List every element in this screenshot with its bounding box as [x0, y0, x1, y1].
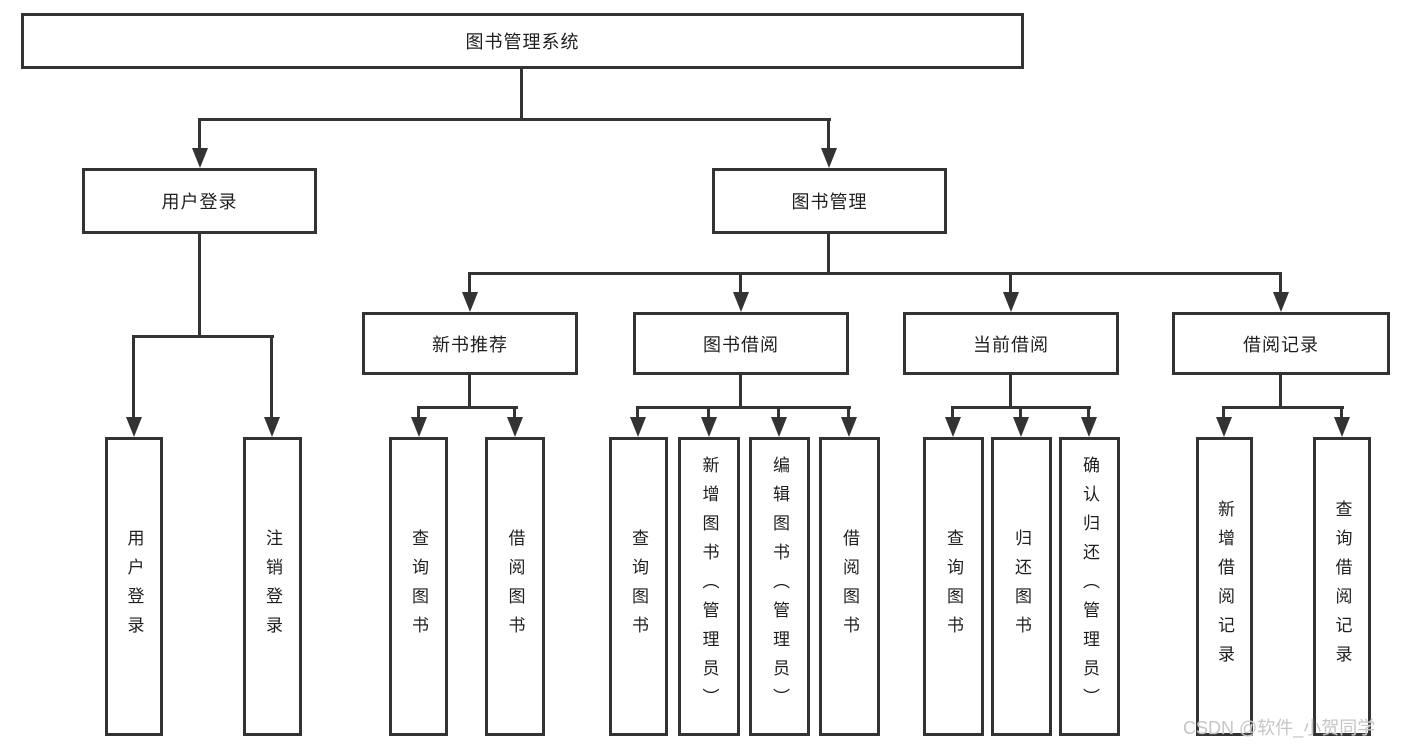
node-label: 确认归还（管理员） [1080, 456, 1099, 717]
arrow-down-icon [1013, 417, 1029, 437]
node-book-management: 图书管理 [712, 168, 947, 234]
node-label: 查询图书 [944, 528, 963, 645]
leaf-borrow-books-recommend: 借阅图书 [485, 437, 545, 736]
connector [513, 406, 516, 421]
node-label: 借阅图书 [840, 528, 859, 645]
arrow-down-icon [507, 417, 523, 437]
connector [636, 406, 639, 421]
node-book-borrowing: 图书借阅 [633, 312, 849, 375]
connector [1222, 406, 1225, 421]
arrow-down-icon [630, 417, 646, 437]
node-label: 新书推荐 [432, 334, 508, 355]
node-label: 查询借阅记录 [1332, 499, 1352, 674]
connector [468, 375, 471, 408]
leaf-query-books-recommend: 查询图书 [389, 437, 448, 736]
node-new-book-recommendation: 新书推荐 [362, 312, 578, 375]
leaf-return-books: 归还图书 [991, 437, 1052, 736]
arrow-down-icon [1334, 417, 1350, 437]
leaf-query-books-borrow: 查询图书 [609, 437, 668, 736]
arrow-down-icon [264, 417, 280, 437]
leaf-add-borrow-record: 新增借阅记录 [1196, 437, 1253, 736]
connector [132, 335, 135, 421]
node-label: 编辑图书（管理员） [770, 456, 789, 717]
connector [777, 406, 780, 421]
connector [199, 118, 831, 121]
arrow-down-icon [821, 148, 837, 168]
connector [1009, 272, 1012, 296]
node-label: 图书管理系统 [465, 32, 580, 52]
node-label: 图书借阅 [703, 334, 779, 355]
connector [469, 272, 1282, 275]
arrow-down-icon [1273, 292, 1289, 312]
leaf-borrow-books: 借阅图书 [819, 437, 880, 736]
leaf-user-login: 用户登录 [105, 437, 163, 736]
connector [198, 118, 201, 152]
leaf-edit-books-admin: 编辑图书（管理员） [749, 437, 810, 736]
node-borrowing-records: 借阅记录 [1172, 312, 1390, 375]
leaf-query-books-current: 查询图书 [923, 437, 984, 736]
arrow-down-icon [945, 417, 961, 437]
arrow-down-icon [1003, 292, 1019, 312]
connector [1019, 406, 1022, 421]
connector [739, 272, 742, 296]
connector [707, 406, 710, 421]
connector [1279, 272, 1282, 296]
connector [637, 406, 851, 409]
connector [827, 232, 830, 274]
connector [739, 375, 742, 408]
node-user-login: 用户登录 [82, 168, 317, 234]
connector [1340, 406, 1343, 421]
connector [951, 406, 954, 421]
node-label: 图书管理 [791, 192, 868, 212]
node-current-borrowing: 当前借阅 [903, 312, 1119, 375]
connector [1087, 406, 1090, 421]
connector [418, 406, 518, 409]
arrow-down-icon [841, 417, 857, 437]
arrow-down-icon [771, 417, 787, 437]
connector [417, 406, 420, 421]
arrow-down-icon [411, 417, 427, 437]
leaf-query-borrow-record: 查询借阅记录 [1313, 437, 1371, 736]
connector [1279, 375, 1282, 408]
node-label: 归还图书 [1012, 528, 1031, 645]
arrow-down-icon [1081, 417, 1097, 437]
node-label: 新增借阅记录 [1215, 499, 1234, 674]
arrow-down-icon [701, 417, 717, 437]
connector [468, 272, 471, 296]
connector [847, 406, 850, 421]
node-label: 注销登录 [263, 528, 282, 645]
node-label: 用户登录 [124, 528, 144, 645]
connector [827, 118, 830, 152]
node-label: 借阅图书 [505, 528, 525, 645]
arrow-down-icon [1216, 417, 1232, 437]
connector [1223, 406, 1344, 409]
node-label: 新增图书（管理员） [699, 456, 719, 717]
arrow-down-icon [462, 292, 478, 312]
leaf-add-books-admin: 新增图书（管理员） [678, 437, 740, 736]
node-label: 用户登录 [161, 192, 238, 212]
leaf-logout: 注销登录 [243, 437, 302, 736]
connector [270, 335, 273, 421]
node-label: 借阅记录 [1243, 334, 1319, 355]
connector [520, 69, 523, 118]
node-label: 查询图书 [629, 528, 648, 645]
node-library-management-system: 图书管理系统 [21, 13, 1024, 69]
node-label: 查询图书 [409, 528, 428, 645]
connector [133, 335, 274, 338]
arrow-down-icon [126, 417, 142, 437]
arrow-down-icon [192, 148, 208, 168]
node-label: 当前借阅 [973, 334, 1049, 355]
connector [1009, 375, 1012, 408]
csdn-watermark: CSDN @软件_小贺同学 [1183, 718, 1376, 738]
arrow-down-icon [733, 292, 749, 312]
leaf-confirm-return-admin: 确认归还（管理员） [1059, 437, 1120, 736]
connector [198, 232, 201, 337]
